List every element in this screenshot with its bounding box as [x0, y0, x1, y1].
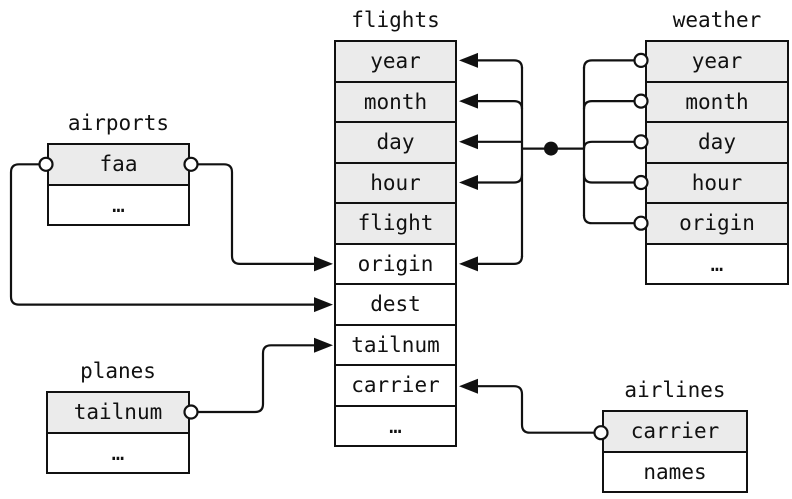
field-row-flights-month: month	[334, 80, 457, 123]
field-row-airports-etc: …	[47, 183, 190, 226]
table-title-flights: flights	[351, 8, 440, 32]
junction-dot	[544, 141, 558, 156]
arrowhead-origin-left	[314, 256, 333, 272]
field-row-weather-year: year	[645, 40, 789, 83]
field-row-planes-tailnum: tailnum	[46, 391, 190, 434]
field-row-airlines-names: names	[602, 450, 748, 493]
field-label: month	[363, 89, 428, 114]
field-label: day	[376, 130, 415, 155]
weather-connector-lines	[477, 59, 636, 265]
table-title-airports: airports	[67, 111, 170, 135]
arrowhead-year	[459, 52, 478, 68]
field-label: carrier	[630, 419, 720, 444]
arrowhead-hour	[459, 175, 478, 190]
airlines-carrier-line	[478, 385, 594, 434]
table-rows-airports: faa …	[47, 143, 190, 226]
arrowhead-month	[459, 93, 478, 109]
field-label: origin	[357, 251, 434, 276]
field-label: tailnum	[351, 332, 440, 357]
table-title-airlines: airlines	[624, 378, 726, 402]
table-weather: weather year month day hour origin …	[645, 8, 789, 285]
field-label: …	[112, 192, 125, 217]
field-row-flights-etc: …	[334, 404, 457, 447]
field-row-airports-faa: faa	[47, 143, 190, 186]
arrowheads-right-edge	[459, 52, 478, 394]
table-airports: airports faa …	[47, 111, 190, 226]
arrowhead-origin-right	[459, 256, 478, 272]
field-row-flights-flight: flight	[334, 202, 457, 245]
field-label: tailnum	[73, 400, 163, 425]
field-label: dest	[370, 292, 421, 317]
field-label: hour	[370, 170, 421, 195]
field-row-weather-hour: hour	[645, 161, 789, 204]
field-label: …	[389, 413, 402, 438]
field-row-weather-month: month	[645, 80, 789, 123]
field-row-weather-etc: …	[645, 242, 789, 285]
table-rows-planes: tailnum …	[46, 391, 190, 474]
field-label: month	[685, 89, 749, 114]
table-rows-airlines: carrier names	[602, 410, 748, 493]
field-label: year	[370, 49, 421, 74]
field-row-flights-day: day	[334, 121, 457, 164]
field-row-weather-day: day	[645, 121, 789, 164]
airports-origin-line	[198, 163, 316, 265]
field-row-airlines-carrier: carrier	[602, 410, 748, 453]
field-label: faa	[99, 152, 138, 177]
field-label: year	[691, 49, 743, 74]
field-row-flights-tailnum: tailnum	[334, 323, 457, 366]
field-label: hour	[691, 170, 743, 195]
table-flights: flights year month day hour flight origi…	[334, 8, 457, 447]
field-label: names	[643, 459, 707, 484]
field-row-weather-origin: origin	[645, 202, 789, 245]
field-row-flights-year: year	[334, 40, 457, 83]
field-label: day	[698, 130, 736, 155]
field-label: carrier	[351, 373, 440, 398]
field-label: origin	[679, 211, 755, 236]
field-label: …	[111, 440, 125, 465]
planes-tailnum-line	[198, 344, 316, 414]
field-row-flights-hour: hour	[334, 161, 457, 204]
table-rows-flights: year month day hour flight origin dest t…	[334, 40, 457, 447]
field-row-flights-dest: dest	[334, 283, 457, 326]
arrowhead-dest	[314, 297, 333, 313]
table-rows-weather: year month day hour origin …	[645, 40, 789, 285]
arrowhead-tailnum	[314, 337, 333, 353]
field-row-planes-etc: …	[46, 431, 190, 474]
table-title-weather: weather	[672, 8, 762, 32]
field-label: …	[710, 251, 724, 276]
arrowhead-day	[459, 134, 478, 150]
table-title-planes: planes	[80, 359, 156, 383]
table-planes: planes tailnum …	[46, 359, 190, 474]
field-row-flights-origin: origin	[334, 242, 457, 285]
field-label: flight	[357, 211, 434, 236]
arrowheads-left-edge	[314, 256, 333, 353]
field-row-flights-carrier: carrier	[334, 364, 457, 407]
table-airlines: airlines carrier names	[602, 378, 748, 493]
arrowhead-carrier	[459, 378, 478, 394]
